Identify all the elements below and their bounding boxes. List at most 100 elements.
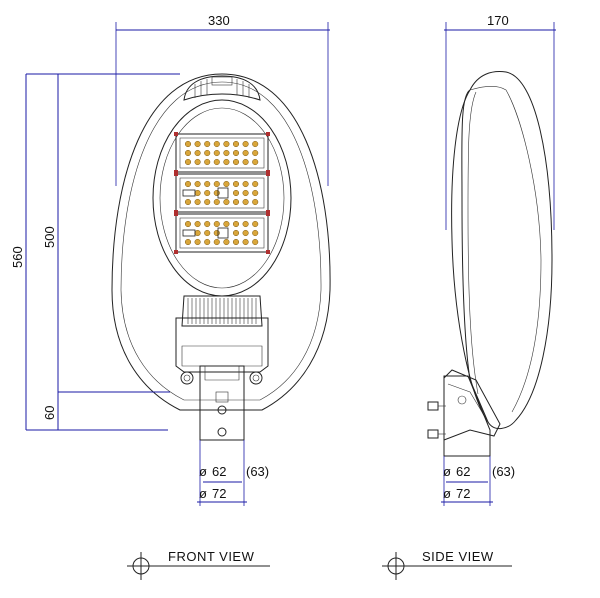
led-dot <box>194 149 201 157</box>
front-view <box>111 73 331 441</box>
side-housing-front <box>461 89 489 423</box>
front-housing <box>111 73 331 411</box>
led-dot <box>204 180 211 188</box>
led-dot <box>242 158 249 166</box>
led-dot <box>252 140 259 148</box>
led-dot <box>242 189 249 197</box>
led-module <box>174 132 270 174</box>
module-corner-marker <box>174 250 178 254</box>
front-pipe-outer-dia: ø <box>199 486 207 501</box>
led-dot <box>223 140 230 148</box>
led-dot <box>213 220 220 228</box>
led-dot <box>204 158 211 166</box>
dim-side-width-text: 170 <box>487 13 509 28</box>
module-corner-marker <box>266 132 270 136</box>
led-dot <box>252 220 259 228</box>
led-dot <box>223 220 230 228</box>
led-dot <box>252 189 259 197</box>
side-housing-back <box>451 71 553 429</box>
led-dot <box>223 180 230 188</box>
led-dot <box>194 238 201 246</box>
led-dot <box>204 198 211 206</box>
front-spigot <box>199 365 245 441</box>
module-corner-marker <box>174 172 178 176</box>
led-dot <box>232 180 240 188</box>
led-dot <box>194 189 201 197</box>
dimension-side-width: 170 <box>444 13 556 230</box>
led-dot <box>204 229 211 237</box>
led-dot <box>213 180 220 188</box>
side-view <box>427 71 553 457</box>
dim-front-width-text: 330 <box>208 13 230 28</box>
front-view-label: FRONT VIEW <box>168 549 255 564</box>
side-pipe-inner-dia: ø <box>443 464 451 479</box>
led-dot <box>184 220 192 228</box>
led-dot <box>213 140 220 148</box>
led-dot <box>223 198 230 206</box>
led-dot <box>213 238 220 246</box>
side-spigot <box>443 375 491 457</box>
led-dot <box>223 158 230 166</box>
led-dot <box>232 149 240 157</box>
dim-overall-height-text: 560 <box>10 246 25 268</box>
led-dot <box>223 238 230 246</box>
led-dot <box>204 149 211 157</box>
led-dot <box>232 220 240 228</box>
front-pipe-inner-dia: ø <box>199 464 207 479</box>
led-dot <box>204 140 211 148</box>
led-dot <box>204 238 211 246</box>
led-dot <box>223 149 230 157</box>
module-corner-marker <box>266 212 270 216</box>
led-dot <box>184 198 192 206</box>
led-dot <box>194 229 201 237</box>
front-view-label-group: FRONT VIEW <box>127 549 270 580</box>
led-dot <box>252 149 259 157</box>
led-dot <box>213 229 220 237</box>
side-pipe-inner-text: 62 <box>456 464 470 479</box>
led-dot <box>194 198 201 206</box>
front-bolts <box>180 371 263 437</box>
front-bracket <box>175 317 269 373</box>
led-dot <box>184 158 192 166</box>
led-dot <box>184 140 192 148</box>
led-dot <box>232 229 240 237</box>
led-dot <box>204 220 211 228</box>
led-dot <box>232 198 240 206</box>
led-dot <box>242 238 249 246</box>
led-module <box>174 212 270 254</box>
front-housing-inner <box>120 81 322 401</box>
led-dot <box>242 229 249 237</box>
led-dot <box>184 238 192 246</box>
led-dot <box>242 180 249 188</box>
side-pipe-inner-alt-text: (63) <box>492 464 515 479</box>
led-dot <box>204 189 211 197</box>
led-dot <box>252 238 259 246</box>
side-bracket <box>443 369 501 441</box>
led-dot <box>252 198 259 206</box>
led-dot <box>213 189 220 197</box>
dimension-side-pipe: ø 62 (63) ø 72 <box>441 456 515 506</box>
front-pipe-inner-alt-text: (63) <box>246 464 269 479</box>
led-module <box>174 172 270 214</box>
module-corner-marker <box>174 132 178 136</box>
module-corner-marker <box>174 212 178 216</box>
led-dot <box>213 158 220 166</box>
led-dot <box>213 149 220 157</box>
dim-body-height-text: 500 <box>42 226 57 248</box>
led-dot <box>252 180 259 188</box>
module-corner-marker <box>266 250 270 254</box>
front-top-cap <box>183 75 261 101</box>
led-dot <box>194 220 201 228</box>
front-pipe-inner-text: 62 <box>212 464 226 479</box>
led-dot <box>213 198 220 206</box>
led-dot <box>252 158 259 166</box>
dimension-front-pipe: ø 62 (63) ø 72 <box>197 440 269 506</box>
front-pipe-outer-text: 72 <box>212 486 226 501</box>
dimension-front-width: 330 <box>115 13 330 186</box>
led-dot <box>232 238 240 246</box>
led-dot <box>242 198 249 206</box>
led-dot <box>184 149 192 157</box>
led-dot <box>242 220 249 228</box>
side-view-label-group: SIDE VIEW <box>382 549 512 580</box>
